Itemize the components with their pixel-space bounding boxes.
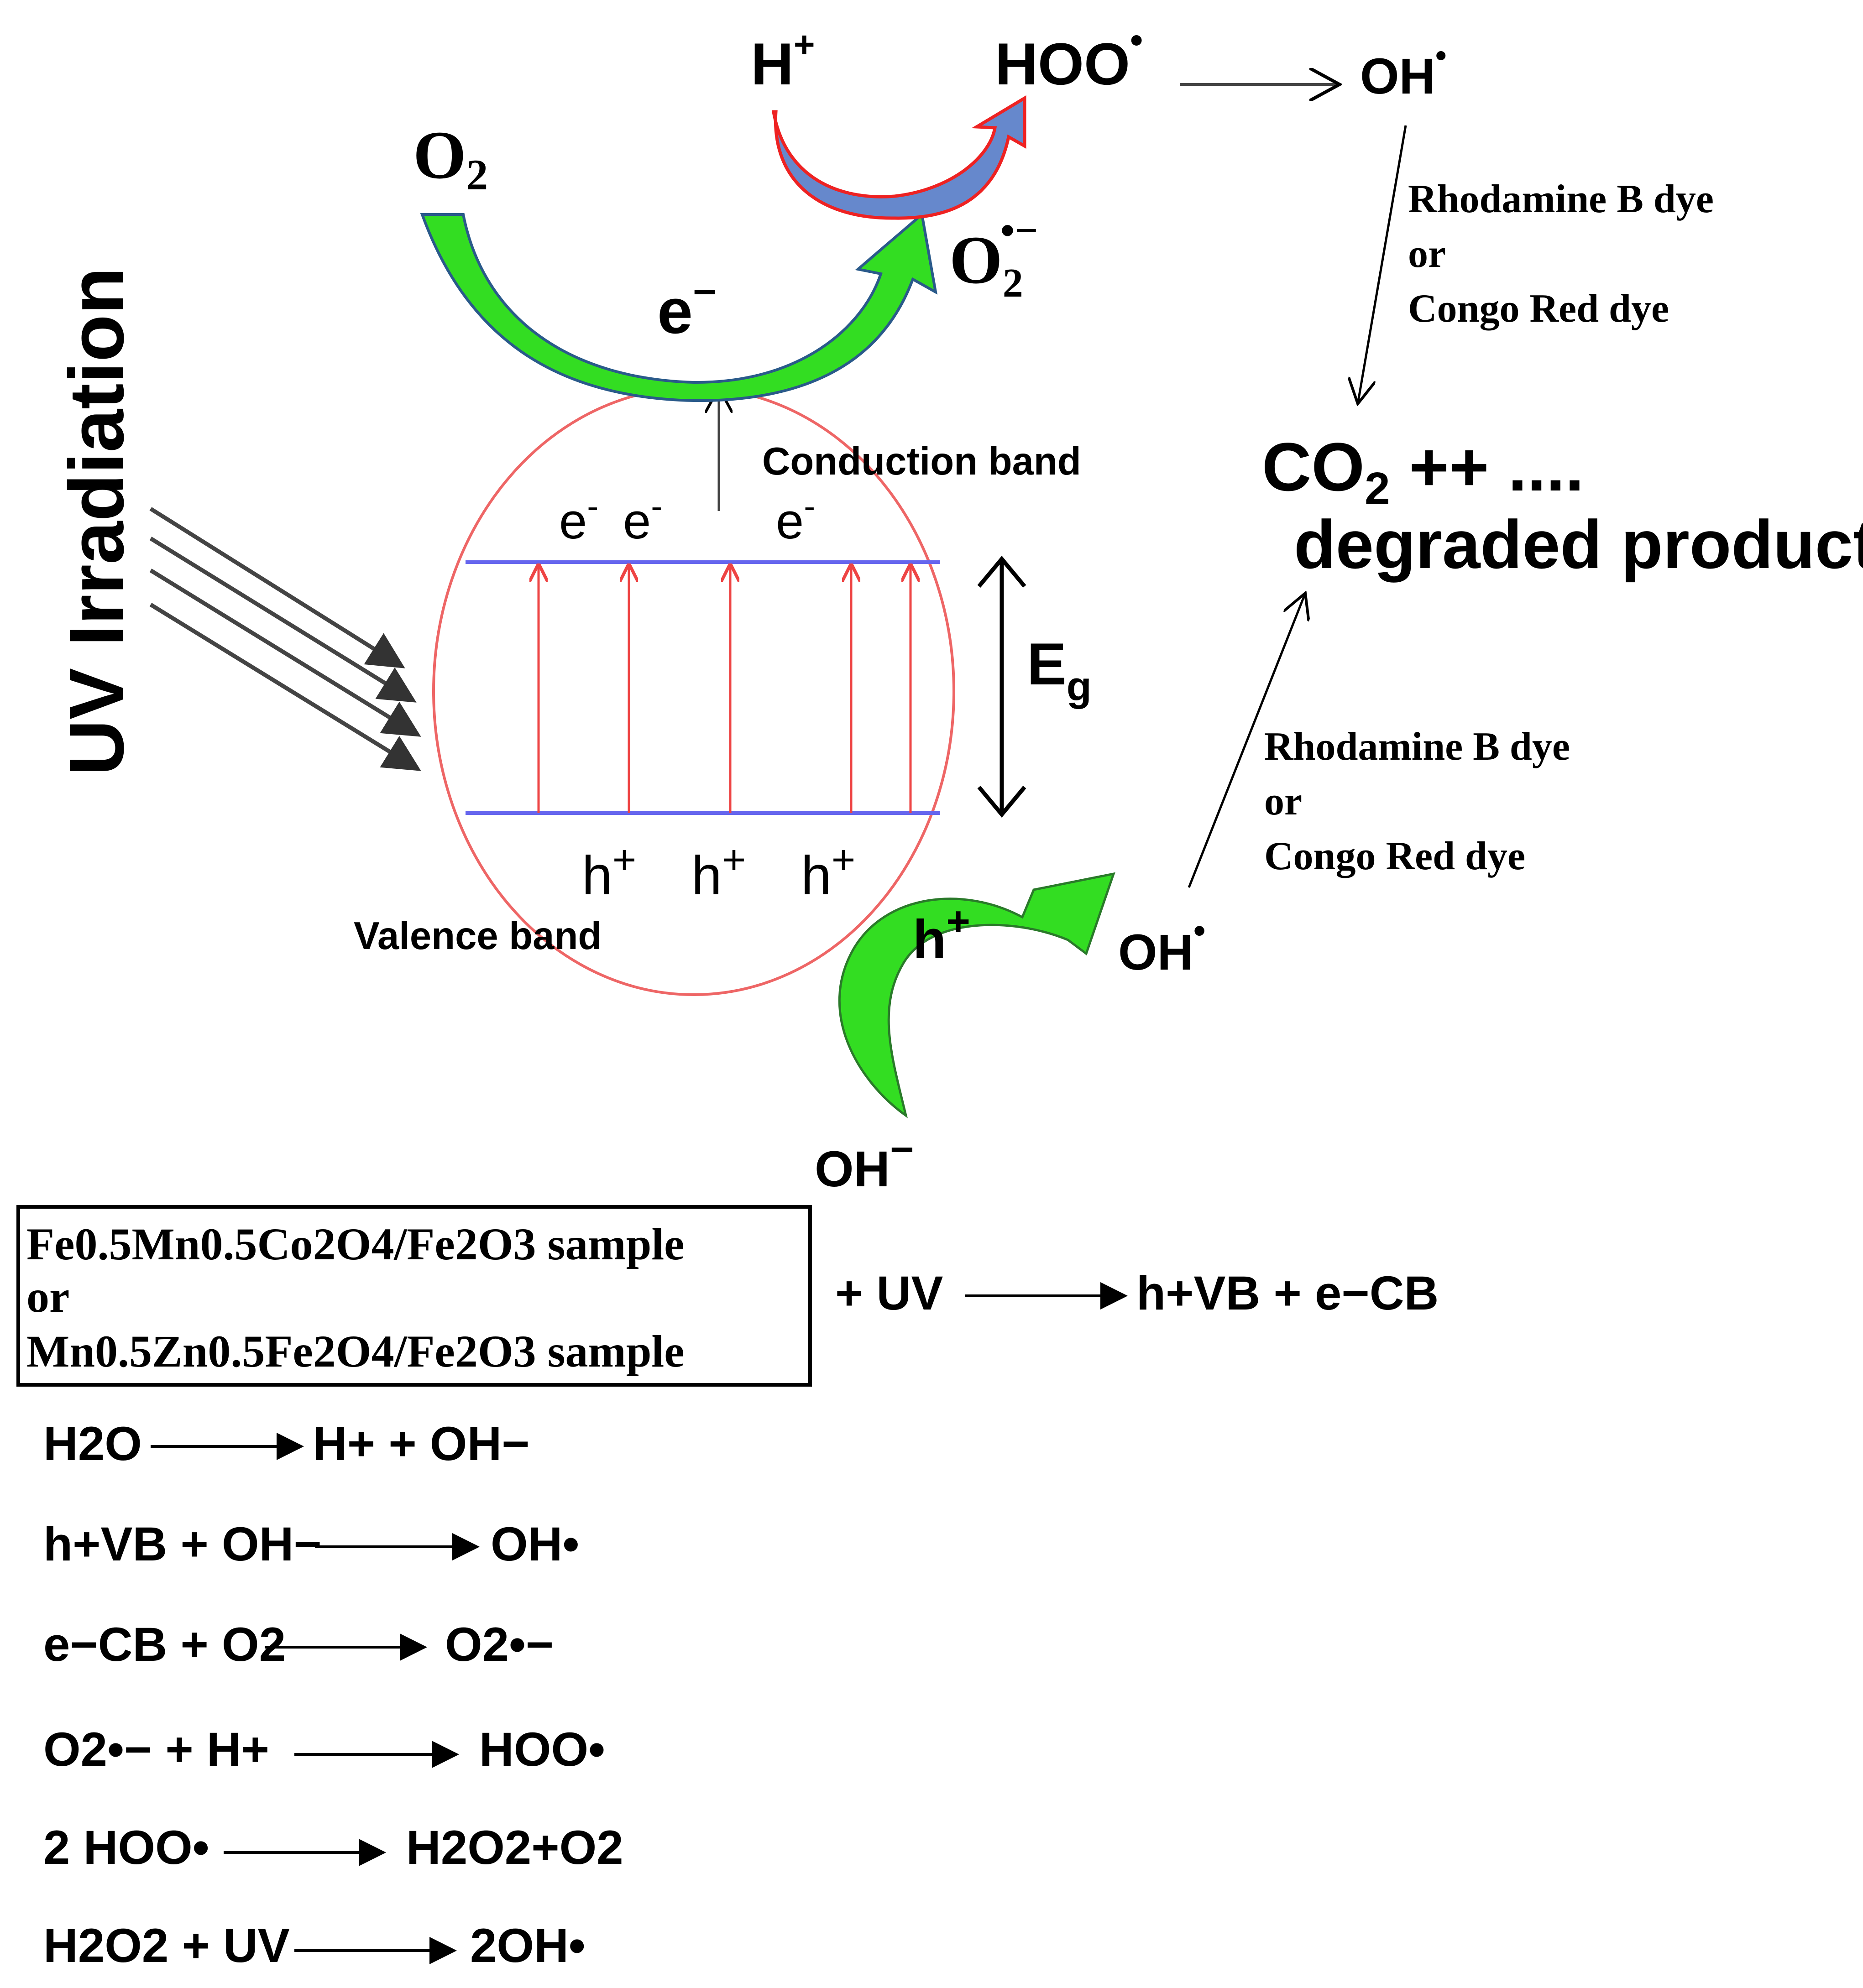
eq1-left: H2O <box>43 1417 142 1471</box>
excitation-arrows <box>539 566 911 813</box>
eq4-left: O2•− + H+ <box>43 1723 269 1776</box>
uv-ray <box>149 507 405 668</box>
uv-irradiation-label: UV Irradiation <box>53 267 140 776</box>
conduction-band-label: Conduction band <box>762 440 1081 483</box>
uv-ray <box>149 603 421 771</box>
eq2-right: OH• <box>491 1518 579 1571</box>
green-reduction-arrow <box>420 212 938 402</box>
uv-eq-right: h+VB + e−CB <box>1136 1267 1439 1320</box>
eq2-left: h+VB + OH− <box>43 1518 322 1571</box>
electron-label: e- <box>559 487 598 549</box>
valence-band-label: Valence band <box>354 914 602 958</box>
equations: + UV h+VB + e−CB H2O H+ + OH− h+VB + OH−… <box>43 1267 1439 1972</box>
uv-eq-left: + UV <box>835 1267 943 1320</box>
oh-radical-lower: OH• <box>1118 911 1205 981</box>
band-gap-label: Eg <box>1027 631 1092 710</box>
product-co2: CO2 ++ .... <box>1262 428 1584 514</box>
arrow-oh-lower-to-product <box>1188 593 1305 888</box>
hoo-radical-top: HOO• <box>995 20 1143 97</box>
eq5-left: 2 HOO• <box>43 1821 209 1874</box>
eq1-right: H+ + OH− <box>313 1417 530 1471</box>
electron-label: e- <box>776 487 815 549</box>
sample-line-2: or <box>26 1271 69 1322</box>
product-degraded: degraded product <box>1294 506 1863 583</box>
svg-text:or: or <box>1264 779 1302 824</box>
electron-surface-label: e− <box>657 269 717 347</box>
o2-label: O2 <box>413 117 488 199</box>
hole-surface-label: h+ <box>913 899 970 970</box>
hole-label: h+ <box>691 837 746 906</box>
eq3-left: e−CB + O2 <box>43 1618 286 1671</box>
sample-line-1: Fe0.5Mn0.5Co2O4/Fe2O3 sample <box>26 1219 685 1269</box>
hole-label: h+ <box>801 837 855 906</box>
superoxide-label: O2•− <box>949 208 1038 306</box>
eq5-right: H2O2+O2 <box>406 1821 623 1874</box>
svg-text:Congo Red dye: Congo Red dye <box>1408 287 1669 331</box>
eq4-right: HOO• <box>479 1723 605 1776</box>
eq3-right: O2•− <box>445 1618 554 1671</box>
svg-text:Rhodamine B dye: Rhodamine B dye <box>1408 177 1714 221</box>
sample-box <box>16 1205 812 1387</box>
hydroxide-label: OH− <box>815 1127 914 1197</box>
holes-in-vb: h+ h+ h+ <box>582 837 855 906</box>
dye-labels-bottom: Rhodamine B dye or Congo Red dye <box>1264 725 1570 878</box>
electron-label: e- <box>623 487 662 549</box>
h-plus-top: H+ <box>751 24 815 97</box>
sample-box-text: Fe0.5Mn0.5Co2O4/Fe2O3 sample or Mn0.5Zn0… <box>26 1219 685 1377</box>
svg-text:Rhodamine B dye: Rhodamine B dye <box>1264 725 1570 769</box>
eq6-left: H2O2 + UV <box>43 1919 290 1972</box>
green-oxidation-arrow <box>838 872 1115 1118</box>
uv-ray <box>149 537 417 703</box>
uv-ray <box>149 569 421 737</box>
eq6-right: 2OH• <box>470 1919 586 1972</box>
band-gap-arrow <box>977 555 1026 818</box>
sample-line-3: Mn0.5Zn0.5Fe2O4/Fe2O3 sample <box>26 1326 685 1377</box>
protonation-arrow <box>771 95 1026 220</box>
dye-labels-top: Rhodamine B dye or Congo Red dye <box>1408 177 1714 331</box>
electrons-in-cb: e- e- e- <box>559 487 815 549</box>
oh-radical-top: OH• <box>1360 37 1447 104</box>
uv-rays <box>149 507 421 771</box>
svg-text:Congo Red dye: Congo Red dye <box>1264 834 1525 878</box>
hole-label: h+ <box>582 837 636 906</box>
arrow-oh-to-product <box>1358 125 1407 404</box>
svg-text:or: or <box>1408 232 1446 276</box>
